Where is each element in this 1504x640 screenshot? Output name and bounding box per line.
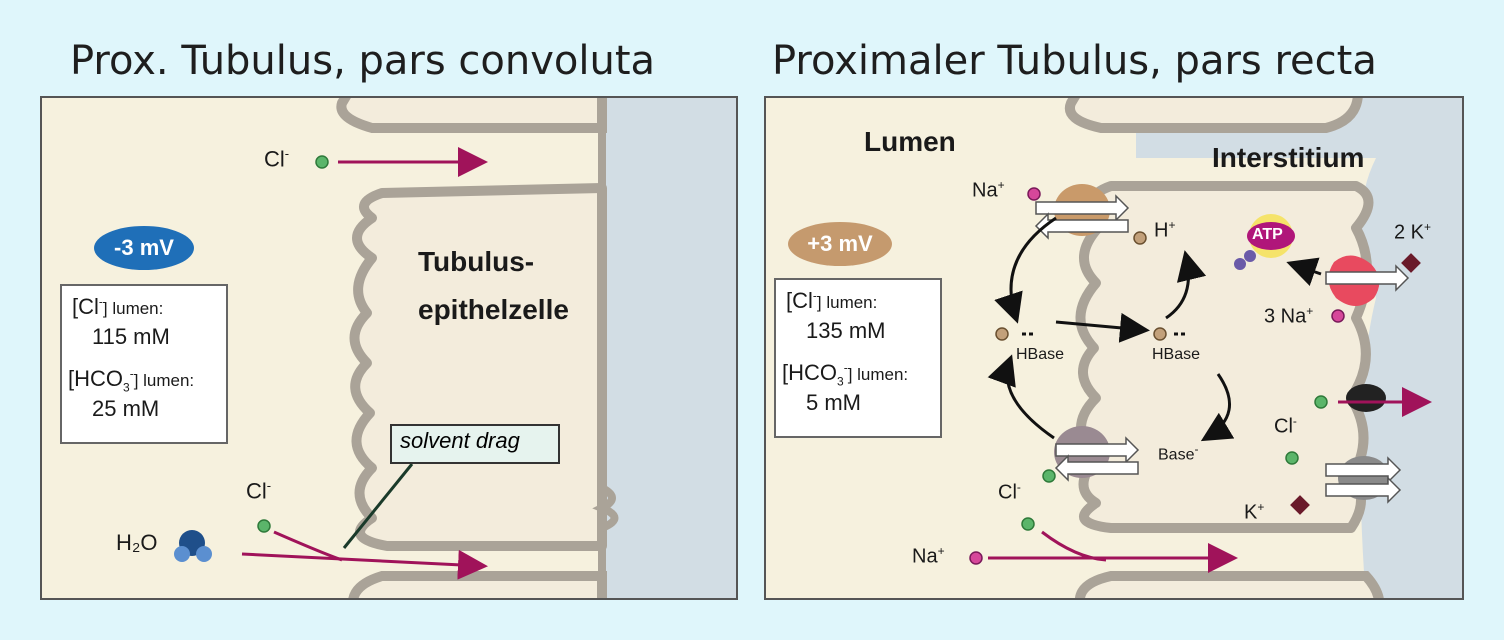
hbase-right-label: HBase — [1152, 346, 1201, 363]
na-ion-top — [1027, 187, 1041, 201]
epithelial-cell-top — [1064, 98, 1363, 133]
right-panel-graphic — [969, 98, 1462, 598]
na-ion-inter — [1331, 309, 1345, 323]
h-ion — [1133, 231, 1147, 245]
potential-badge-negative: -3 mV — [94, 226, 194, 270]
lumen-label: Lumen — [864, 126, 956, 157]
solvent-drag-callout: solvent drag — [390, 424, 560, 464]
cl-ion-lumen — [1042, 469, 1056, 483]
atp-icon — [1247, 222, 1295, 250]
na-label-top: Na+ — [972, 178, 1005, 202]
cell-label-line1: Tubulus- — [418, 246, 535, 277]
atp-label: ATP — [1252, 226, 1283, 243]
three-na-label: 3 Na+ — [1264, 304, 1314, 328]
k-ion-bottom — [1290, 495, 1310, 515]
epithelial-cell — [336, 98, 607, 133]
k-label: K+ — [1244, 500, 1265, 524]
epithelial-cell-bottom — [1075, 571, 1384, 598]
concentration-box-left: [Cl-] lumen: 115 mM [HCO3-] lumen: 25 mM — [60, 284, 228, 444]
cl-channel — [1346, 384, 1386, 412]
cl-ion-inter-1 — [1314, 395, 1328, 409]
cl-ion-bottom — [257, 519, 271, 533]
cl-ion-top — [315, 155, 329, 169]
na-label-bottom: Na+ — [912, 544, 945, 568]
hbase-left-dot — [995, 327, 1009, 341]
left-panel-graphic — [174, 98, 736, 598]
potential-badge-positive: +3 mV — [788, 222, 892, 266]
cl-ion-inter-2 — [1285, 451, 1299, 465]
title-left: Prox. Tubulus, pars convoluta — [70, 38, 656, 84]
cl-label-top: Cl- — [264, 146, 290, 172]
right-panel: Lumen Interstitium +3 mV [Cl-] lumen: 13… — [764, 96, 1464, 600]
cl-label-bottom: Cl- — [246, 478, 272, 504]
hbase-right-dot — [1153, 327, 1167, 341]
two-k-label: 2 K+ — [1394, 220, 1432, 244]
title-right: Proximaler Tubulus, pars recta — [772, 38, 1377, 84]
na-ion-bottom — [969, 551, 983, 565]
epithelial-cell-bottom — [348, 571, 607, 598]
water-flux-arrow — [241, 549, 488, 580]
left-panel: Cl- -3 mV [Cl-] lumen: 115 mM [HCO3-] lu… — [40, 96, 738, 600]
base-label: Base- — [1158, 442, 1199, 464]
cl-label-inter: Cl- — [1274, 414, 1297, 438]
interstitium-region — [602, 98, 736, 598]
h2o-label: H₂O — [116, 530, 158, 555]
h-label: H+ — [1154, 218, 1176, 242]
k-ion-2k — [1401, 253, 1421, 273]
cell-label-line2: epithelzelle — [418, 294, 569, 325]
callout-pointer — [342, 463, 414, 549]
concentration-box-right: [Cl-] lumen: 135 mM [HCO3-] lumen: 5 mM — [774, 278, 942, 438]
cl-label-lumen: Cl- — [998, 480, 1021, 504]
hbase-left-label: HBase — [1016, 346, 1065, 363]
epithelial-cell-main — [349, 183, 607, 551]
interstitium-label: Interstitium — [1212, 142, 1365, 173]
cl-ion-lumen-2 — [1021, 517, 1035, 531]
